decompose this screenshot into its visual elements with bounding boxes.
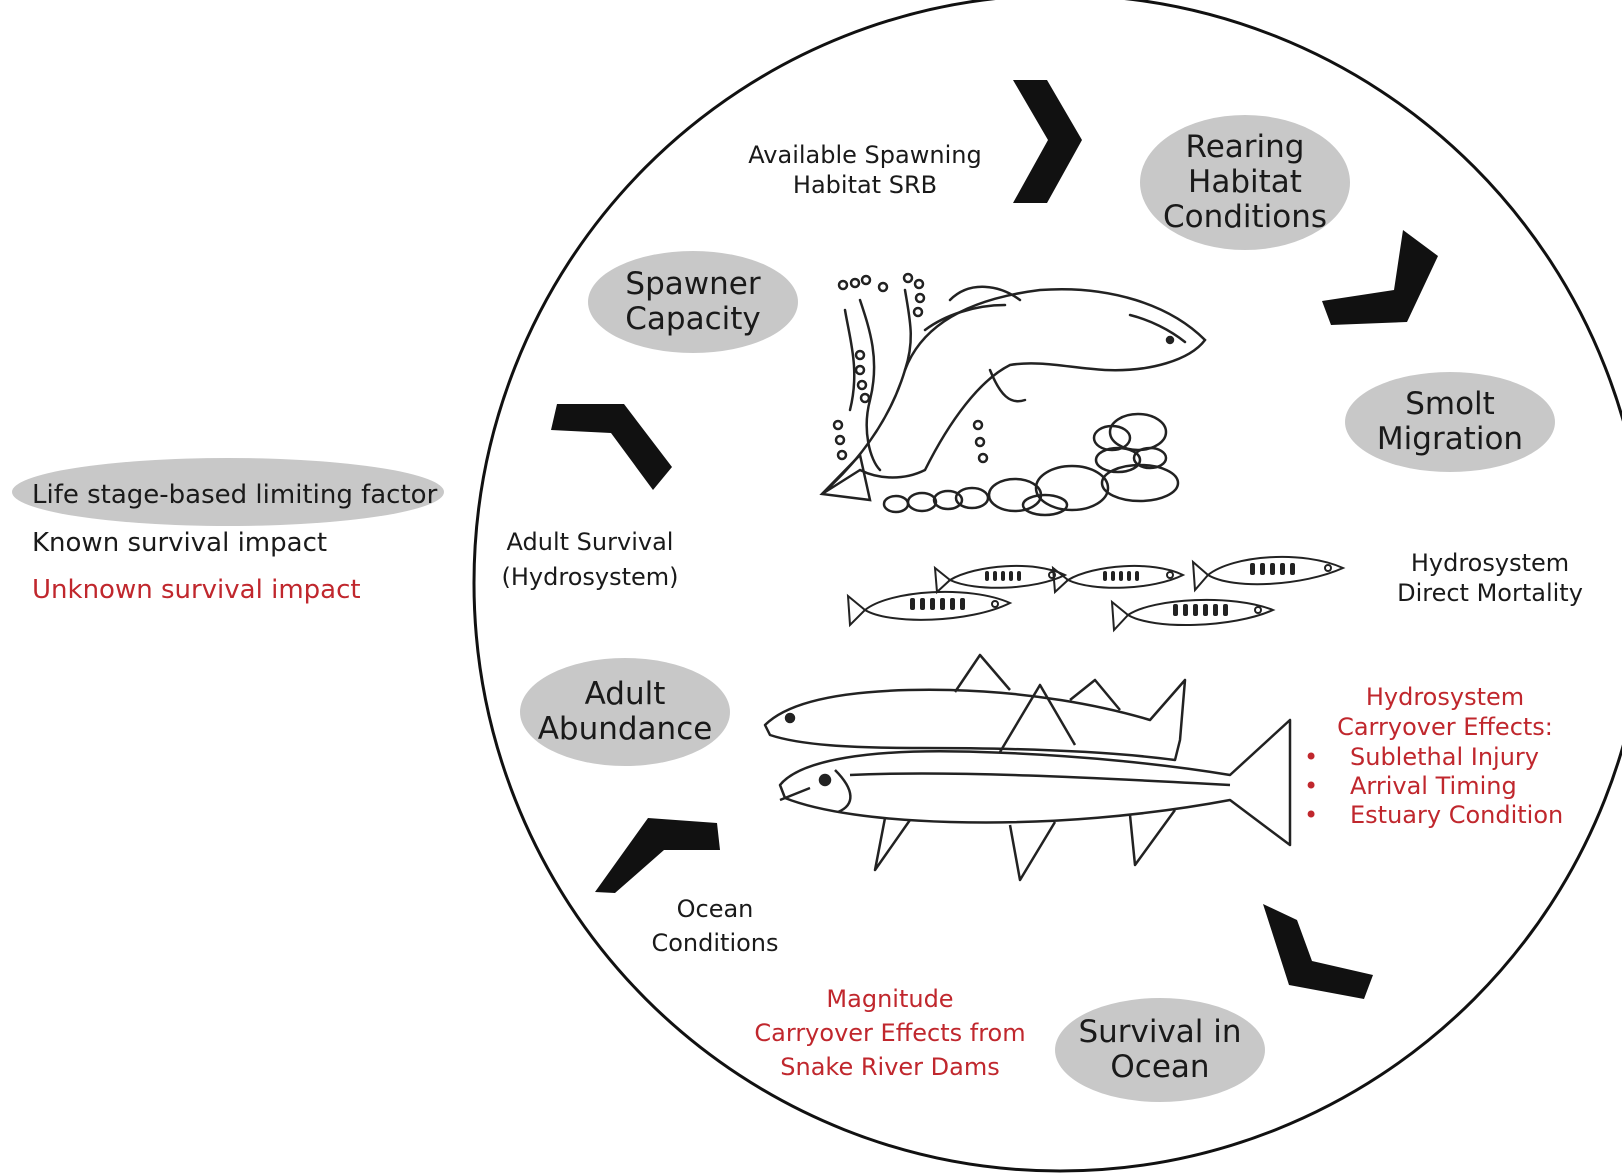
factor-line: Direct Mortality	[1397, 579, 1583, 607]
stage-label-line: Capacity	[625, 301, 761, 337]
stage-adult-abundance: Adult Abundance	[520, 658, 730, 766]
stage-smolt-migration: Smolt Migration	[1345, 372, 1555, 472]
factor-line: (Hydrosystem)	[501, 563, 679, 591]
legend-known-impact: Known survival impact	[32, 528, 328, 558]
stage-label-line: Ocean	[1110, 1049, 1210, 1085]
legend-limiting-factor: Life stage-based limiting factor	[32, 480, 438, 510]
chevron-arrow-icon	[1263, 904, 1373, 999]
factor-line: Carryover Effects:	[1337, 713, 1553, 741]
bullet-icon: •	[1304, 743, 1319, 771]
chevron-arrow-icon	[551, 404, 672, 490]
stage-label-line: Smolt	[1405, 386, 1495, 423]
factor-hydrosystem-carryover-list: • Sublethal Injury • Arrival Timing • Es…	[1296, 743, 1563, 830]
factor-line: Snake River Dams	[780, 1053, 1000, 1081]
stage-label-line: Abundance	[537, 711, 713, 747]
stage-label-line: Adult	[584, 676, 666, 713]
factor-line: Available Spawning	[748, 141, 982, 169]
list-item: • Sublethal Injury	[1296, 743, 1563, 772]
spawning-salmon-icon	[819, 272, 1207, 517]
factor-adult-survival-hydrosystem: Adult Survival (Hydrosystem)	[490, 525, 690, 595]
stage-label-line: Spawner	[625, 266, 761, 303]
bullet-icon: •	[1304, 801, 1319, 829]
factor-line: Conditions	[651, 929, 779, 957]
list-item: • Estuary Condition	[1296, 801, 1563, 830]
stage-label-line: Survival in	[1078, 1014, 1242, 1051]
chevron-arrow-icon	[1322, 230, 1438, 325]
stage-label-line: Conditions	[1162, 198, 1328, 235]
factor-line: Hydrosystem	[1410, 549, 1570, 577]
juvenile-fish-icon	[846, 555, 1346, 633]
life-cycle-circle	[472, 0, 1622, 1173]
chevron-arrow-icon	[595, 818, 720, 893]
bullet-icon: •	[1304, 772, 1319, 800]
legend-unknown-impact: Unknown survival impact	[32, 575, 361, 605]
chevron-arrow-icon	[1013, 80, 1082, 203]
factor-magnitude-carryover: Magnitude Carryover Effects from Snake R…	[740, 982, 1040, 1084]
stage-label-line: Rearing	[1185, 129, 1305, 166]
factor-line: Adult Survival	[506, 528, 674, 556]
legend-limiting-factor-swatch	[12, 458, 444, 526]
factor-line: Magnitude	[826, 985, 954, 1013]
stage-rearing-habitat: Rearing Habitat Conditions	[1140, 115, 1350, 250]
factor-available-spawning-habitat: Available Spawning Habitat SRB	[730, 140, 1000, 200]
factor-line: Habitat SRB	[792, 171, 938, 199]
factor-line: Ocean	[676, 895, 754, 923]
list-item-text: Estuary Condition	[1350, 801, 1564, 829]
factor-ocean-conditions: Ocean Conditions	[620, 892, 810, 960]
stage-label-line: Migration	[1376, 421, 1524, 457]
list-item-text: Sublethal Injury	[1350, 743, 1539, 771]
adult-salmon-icon	[763, 653, 1292, 882]
factor-line: Hydrosystem	[1365, 683, 1525, 711]
stage-spawner-capacity: Spawner Capacity	[588, 251, 798, 353]
stage-survival-in-ocean: Survival in Ocean	[1055, 998, 1265, 1102]
stage-label-line: Habitat	[1188, 164, 1302, 201]
list-item: • Arrival Timing	[1296, 772, 1563, 801]
factor-line: Carryover Effects from	[754, 1019, 1026, 1047]
list-item-text: Arrival Timing	[1350, 772, 1517, 800]
factor-hydrosystem-carryover-title: Hydrosystem Carryover Effects:	[1315, 682, 1575, 742]
factor-hydrosystem-direct-mortality: Hydrosystem Direct Mortality	[1370, 548, 1610, 608]
